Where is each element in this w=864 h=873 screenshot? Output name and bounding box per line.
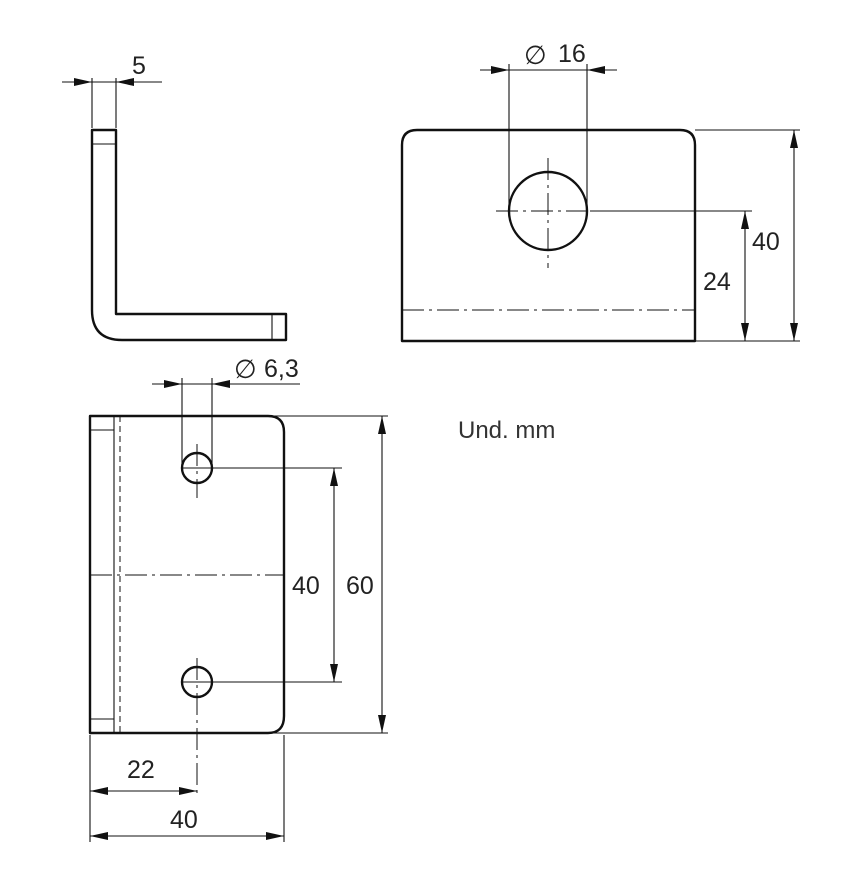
- plate-dia-arrow-right: [212, 380, 230, 388]
- plate-height-arrow-top: [378, 416, 386, 434]
- front-dim-24-arrow-bottom: [741, 323, 749, 341]
- front-dim-40-arrow-bottom: [790, 323, 798, 341]
- plate-diameter-label: 6,3: [264, 355, 299, 383]
- side-arrow-right: [116, 78, 134, 86]
- plate-height-arrow-bottom: [378, 715, 386, 733]
- side-arrow-left: [74, 78, 92, 86]
- side-thickness-label: 5: [132, 52, 146, 80]
- front-height-40-label: 40: [752, 228, 780, 256]
- front-outline: [400, 128, 697, 343]
- plate-width-arrow-left: [90, 832, 108, 840]
- front-diameter-label: 16: [558, 40, 586, 68]
- units-note: Und. mm: [458, 417, 555, 444]
- front-dim-24-arrow-top: [741, 211, 749, 229]
- plate-spacing-arrow-top: [330, 468, 338, 486]
- plate-height-label: 60: [346, 572, 374, 600]
- front-dia-arrow-left: [491, 66, 509, 74]
- plate-offset-label: 22: [127, 756, 155, 784]
- plate-offset-arrow-left: [90, 787, 108, 795]
- plate-dia-arrow-left: [164, 380, 182, 388]
- plate-diameter-symbol: ∅: [234, 355, 257, 385]
- plate-spacing-arrow-bottom: [330, 664, 338, 682]
- plate-spacing-label: 40: [292, 572, 320, 600]
- plate-width-arrow-right: [266, 832, 284, 840]
- front-diameter-symbol: ∅: [524, 41, 547, 71]
- plate-width-label: 40: [170, 806, 198, 834]
- plate-view: ∅ 6,3 40 60 22 40: [88, 355, 388, 842]
- plate-offset-arrow-right: [179, 787, 197, 795]
- front-dia-arrow-right: [587, 66, 605, 74]
- front-dim-40-arrow-top: [790, 130, 798, 148]
- front-view: ∅ 16 24 40: [400, 40, 800, 343]
- side-view: 5: [62, 52, 288, 342]
- side-profile: [90, 128, 288, 342]
- front-height-24-label: 24: [703, 268, 731, 296]
